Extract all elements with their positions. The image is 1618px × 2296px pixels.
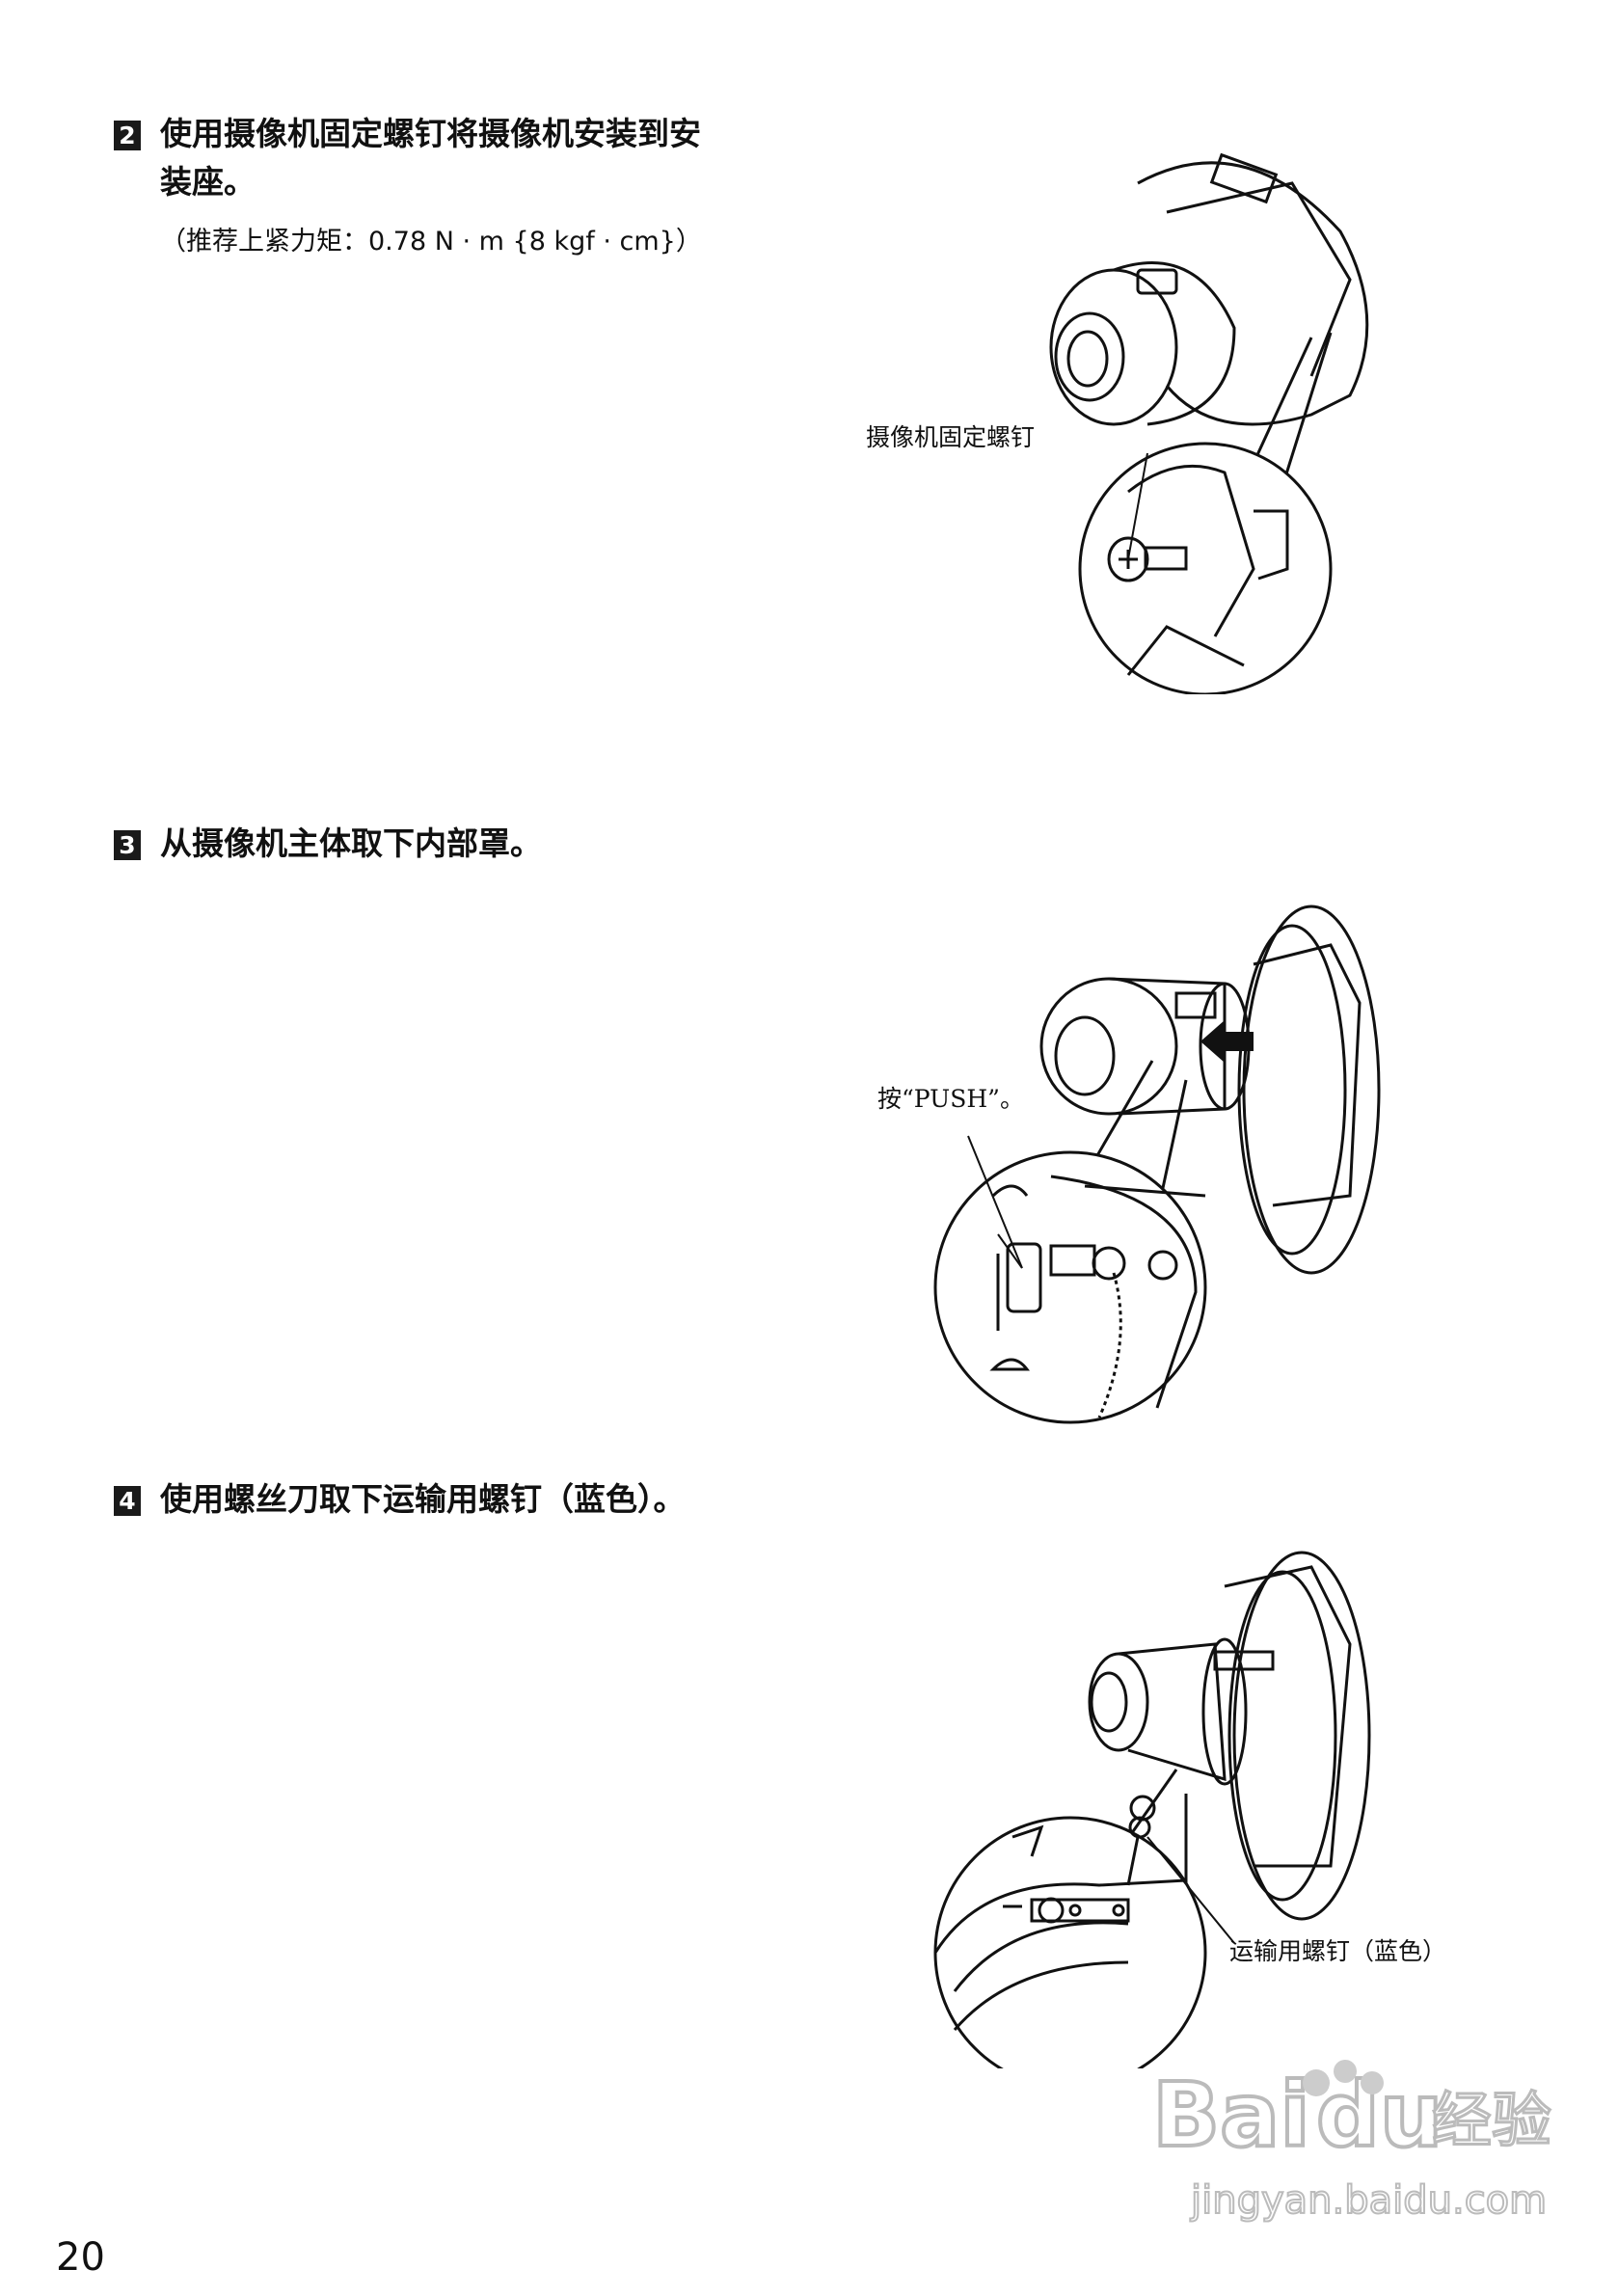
step-3: 3 从摄像机主体取下内部罩。 <box>114 824 542 874</box>
figure-transport-screw <box>933 1551 1371 2068</box>
svg-text:经验: 经验 <box>1432 2085 1551 2155</box>
figure-camera-mount <box>1049 152 1369 694</box>
callout-transport-screw: 运输用螺钉（蓝色） <box>1229 1937 1447 1965</box>
step-2-torque-note: （推荐上紧力矩：0.78 N · m {8 kgf · cm}） <box>160 227 702 257</box>
baidu-jingyan-watermark: Bai du 经验 jingyan.baidu.com <box>1152 2060 1553 2224</box>
step-3-head: 3 从摄像机主体取下内部罩。 <box>114 824 542 874</box>
page-number: 20 <box>56 2235 105 2280</box>
step-2: 2 使用摄像机固定螺钉将摄像机安装到安 装座。 （推荐上紧力矩：0.78 N ·… <box>114 115 702 257</box>
step-2-title-line1: 使用摄像机固定螺钉将摄像机安装到安 <box>160 115 701 152</box>
step-2-title-line2: 装座。 <box>160 163 256 201</box>
step-4-title: 使用螺丝刀取下运输用螺钉（蓝色）。 <box>160 1480 686 1518</box>
step-2-head: 2 使用摄像机固定螺钉将摄像机安装到安 装座。 <box>114 115 702 212</box>
svg-text:Bai: Bai <box>1152 2064 1310 2167</box>
step-4-number: 4 <box>114 1486 141 1516</box>
step-2-number: 2 <box>114 121 141 150</box>
callout-camera-screw: 摄像机固定螺钉 <box>866 423 1036 451</box>
callout-push: 按“PUSH”。 <box>877 1085 1024 1113</box>
svg-text:jingyan.baidu.com: jingyan.baidu.com <box>1190 2178 1547 2223</box>
step-4-head: 4 使用螺丝刀取下运输用螺钉（蓝色）。 <box>114 1480 686 1529</box>
figure-inner-cover <box>933 905 1381 1424</box>
step-4: 4 使用螺丝刀取下运输用螺钉（蓝色）。 <box>114 1480 686 1529</box>
step-3-title: 从摄像机主体取下内部罩。 <box>160 824 542 862</box>
step-3-number: 3 <box>114 830 141 860</box>
